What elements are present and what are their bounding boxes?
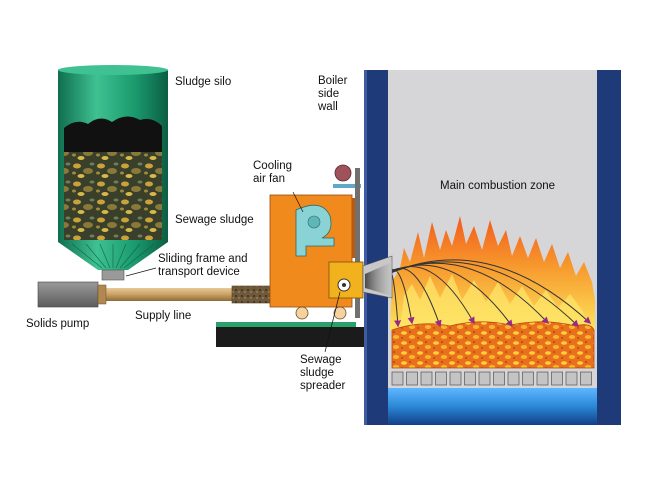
ash-zone xyxy=(388,388,597,425)
boiler-left-wall-edge xyxy=(364,70,367,425)
throw-arrow xyxy=(387,267,442,328)
pipe-coupling xyxy=(97,284,107,305)
label-sludge-silo: Sludge silo xyxy=(175,76,232,88)
cooling-air-fan xyxy=(295,204,335,257)
silo-sludge-fill xyxy=(64,152,162,240)
label-boiler-line-1: Boiler xyxy=(318,75,348,87)
silo-cone-lines xyxy=(71,243,155,269)
grate-bar xyxy=(580,371,592,386)
label-spreader-line-3: spreader xyxy=(300,380,346,392)
fan-motor xyxy=(334,164,352,182)
grate-bar xyxy=(522,371,534,386)
label-solids-pump: Solids pump xyxy=(26,318,90,330)
transport-rollers xyxy=(295,306,347,320)
label-sewage-sludge-spreader: Sewage sludge spreader xyxy=(300,354,345,393)
supply-line xyxy=(98,288,236,301)
spreader-hub xyxy=(342,283,346,287)
grate-bar xyxy=(565,371,578,386)
sludge-spray xyxy=(365,262,392,296)
label-boiler-line-3: wall xyxy=(318,101,338,113)
boiler-left-wall xyxy=(364,70,388,425)
grate-bar xyxy=(507,371,520,386)
boiler xyxy=(364,70,621,425)
label-sliding-frame-line-2: transport device xyxy=(158,266,240,278)
motor-post xyxy=(355,168,360,318)
motor-bracket xyxy=(333,184,361,188)
silo-top xyxy=(58,65,168,75)
leader-lines xyxy=(125,191,341,353)
burning-sludge-bed xyxy=(391,321,595,369)
label-boiler-line-2: side xyxy=(318,88,340,100)
grate-bar xyxy=(420,371,433,386)
solids-pump xyxy=(37,281,99,308)
label-supply-line: Supply line xyxy=(135,310,192,322)
label-spreader-line-2: sludge xyxy=(300,367,334,379)
label-cooling-air-fan: Cooling air fan xyxy=(253,160,292,186)
throw-arrow xyxy=(387,259,592,324)
label-sewage-sludge: Sewage sludge xyxy=(175,214,254,226)
label-cooling-line-1: Cooling xyxy=(253,160,292,172)
machine-base xyxy=(216,327,364,347)
grate-bar xyxy=(536,371,549,386)
silo-sludge-top xyxy=(64,116,162,152)
grate-bar xyxy=(391,371,404,386)
inner-flames xyxy=(400,274,590,330)
fan-rotor xyxy=(307,215,321,229)
sludge-spreader xyxy=(328,261,364,299)
silo-outlet xyxy=(101,269,125,281)
grate-bar xyxy=(449,371,462,386)
grate xyxy=(391,371,592,386)
label-cooling-line-2: air fan xyxy=(253,173,285,185)
grate-bar xyxy=(551,371,563,386)
label-boiler-side-wall: Boiler side wall xyxy=(318,75,347,114)
grate-bar xyxy=(478,371,491,386)
grate-bar xyxy=(435,371,447,386)
label-sliding-frame: Sliding frame and transport device xyxy=(158,253,248,279)
boiler-right-wall xyxy=(597,70,621,425)
label-spreader-line-1: Sewage xyxy=(300,354,342,366)
grate-bar xyxy=(493,371,505,386)
sludge-silo xyxy=(58,65,168,281)
machine-base-rail xyxy=(216,322,356,327)
grate-bar xyxy=(406,371,418,386)
throw-arrow xyxy=(387,261,580,327)
grate-bar xyxy=(464,371,476,386)
label-main-combustion-zone: Main combustion zone xyxy=(440,180,556,192)
label-sliding-frame-line-1: Sliding frame and xyxy=(158,253,248,265)
